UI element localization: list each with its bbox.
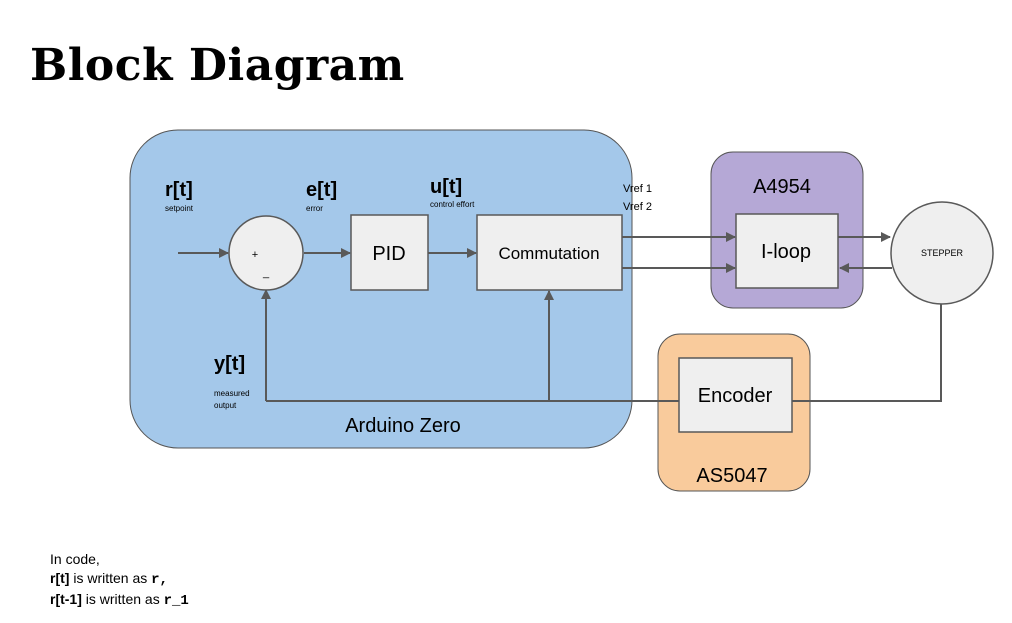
vref1-label: Vref 1 <box>623 183 652 195</box>
pid-block <box>350 214 429 291</box>
measured-symbol: y[t] <box>214 353 245 375</box>
vref2-label: Vref 2 <box>623 201 652 213</box>
setpoint-symbol: r[t] <box>165 179 193 201</box>
stepper-label: STEPPER <box>921 248 964 258</box>
summing-junction <box>228 215 304 291</box>
encoder-block <box>678 357 793 433</box>
as5047-label: AS5047 <box>696 465 767 487</box>
error-desc: error <box>306 204 323 213</box>
a4954-label: A4954 <box>753 176 811 198</box>
code-note: In code, r[t] is written as r, r[t-1] is… <box>50 550 189 611</box>
effort-desc: control effort <box>430 200 475 209</box>
code-note-text-2: is written as <box>69 570 152 586</box>
iloop-label: I-loop <box>761 241 811 263</box>
slide-title: Block Diagram <box>30 40 405 91</box>
code-note-symbol-r1: r[t-1] <box>50 591 82 607</box>
code-note-code-r1: r_1 <box>163 593 189 609</box>
code-note-code-r: r, <box>151 572 168 588</box>
commutation-block <box>476 214 623 291</box>
commutation-label: Commutation <box>498 244 599 263</box>
iloop-block <box>735 213 839 289</box>
measured-desc-2: output <box>214 401 237 410</box>
code-note-text-3: is written as <box>81 591 164 607</box>
error-symbol: e[t] <box>306 179 337 201</box>
encoder-label: Encoder <box>698 385 773 407</box>
code-note-symbol-r: r[t] <box>50 570 70 586</box>
code-note-line-1: In code, <box>50 551 100 567</box>
setpoint-desc: setpoint <box>165 204 194 213</box>
summer-plus: + <box>252 249 258 261</box>
effort-symbol: u[t] <box>430 176 462 198</box>
summer-minus: _ <box>262 267 270 279</box>
code-note-line-3: r[t-1] is written as r_1 <box>50 590 189 611</box>
pid-label: PID <box>372 243 405 265</box>
code-note-line-2: r[t] is written as r, <box>50 569 189 590</box>
shaft-line <box>792 303 942 402</box>
arduino-zero-label: Arduino Zero <box>345 415 461 437</box>
stepper-motor <box>890 201 994 305</box>
measured-desc-1: measured <box>214 389 250 398</box>
